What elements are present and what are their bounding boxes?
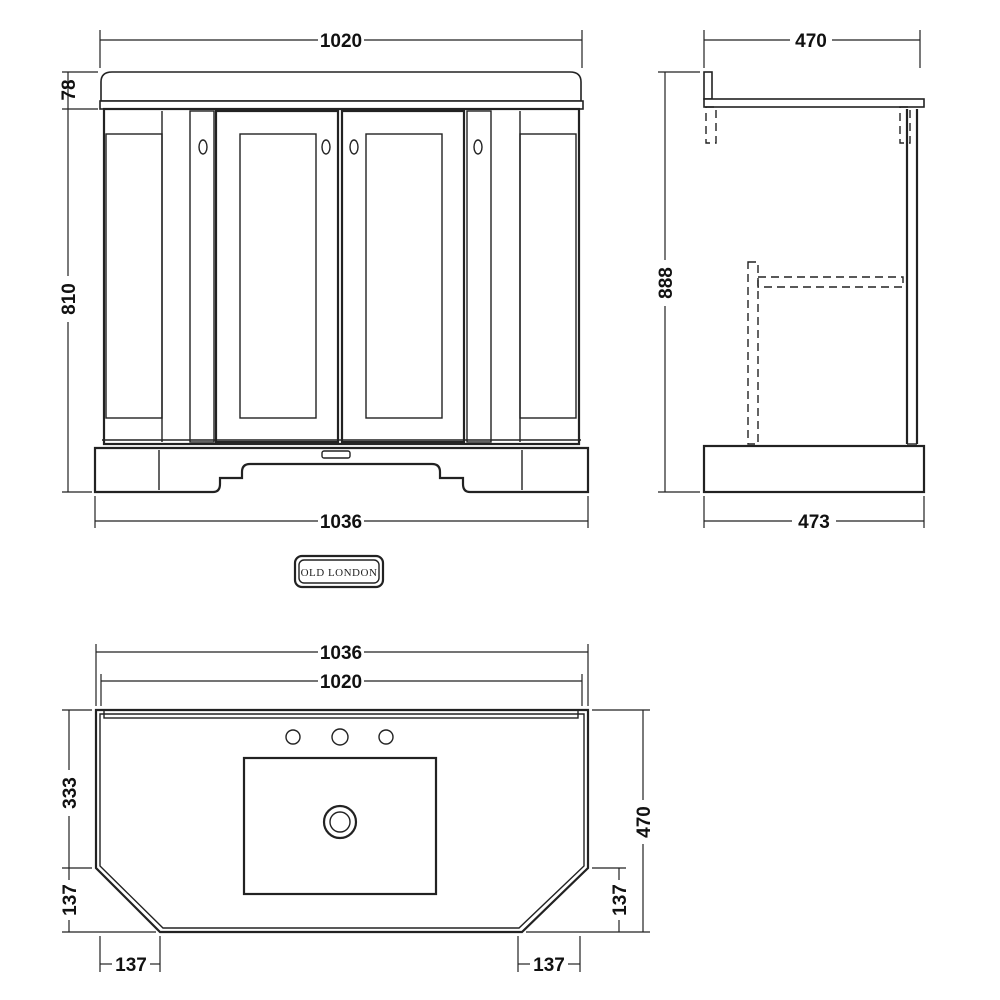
- dim-plan-chamfer-right-height: 137: [592, 867, 631, 932]
- plan-countertop-outline: [94, 708, 590, 934]
- dim-side-total-height: 888: [656, 71, 700, 493]
- side-upstand: [703, 71, 713, 100]
- knob-icon: [473, 139, 483, 155]
- dim-plan-width-inner: 1020: [100, 672, 583, 706]
- dim-label: 470: [634, 806, 655, 838]
- side-plinth: [702, 444, 926, 494]
- brand-logo-text: OLD LONDON: [301, 567, 378, 579]
- dim-label: 470: [795, 31, 827, 52]
- plinth-badge-icon: [321, 450, 351, 459]
- front-cabinet-body: [102, 107, 581, 446]
- brand-logo: OLD LONDON: [293, 554, 385, 589]
- dim-label: 888: [656, 267, 677, 299]
- drain-icon: [322, 804, 358, 840]
- dim-plan-chamfer-left-width: 137: [99, 936, 161, 976]
- plan-basin: [242, 756, 438, 896]
- dim-label: 137: [60, 884, 81, 916]
- dim-label: 137: [533, 955, 565, 976]
- left-end-panel: [105, 133, 163, 419]
- side-countertop: [703, 98, 925, 108]
- dim-label: 473: [798, 512, 830, 533]
- dim-plan-width-outer: 1036: [95, 643, 589, 706]
- tap-hole-icon: [285, 729, 301, 745]
- dim-front-width-top: 1020: [99, 30, 583, 68]
- dim-plan-chamfer-right-width: 137: [517, 936, 581, 976]
- dim-plan-depth-total: 470: [526, 709, 655, 933]
- door-right: [340, 109, 466, 444]
- dim-plan-chamfer-left-height: 137: [60, 868, 156, 933]
- dim-side-depth-top: 470: [703, 30, 921, 68]
- right-end-panel: [519, 133, 577, 419]
- front-plinth: [93, 446, 590, 494]
- plan-view: 1036 1020 333 137: [60, 643, 655, 976]
- dim-front-body-height: 810: [59, 109, 92, 493]
- pilaster-1: [189, 110, 215, 443]
- pilaster-4: [466, 110, 492, 443]
- side-shelf-support-hidden: [747, 261, 759, 445]
- knob-icon: [349, 139, 359, 155]
- dim-label: 810: [59, 283, 80, 315]
- front-countertop: [100, 71, 582, 102]
- knob-icon: [198, 139, 208, 155]
- dim-label: 1036: [320, 512, 362, 533]
- knob-icon: [321, 139, 331, 155]
- dim-label: 78: [59, 79, 80, 100]
- dim-label: 137: [610, 884, 631, 916]
- dim-label: 333: [60, 777, 81, 809]
- dim-label: 1020: [320, 31, 362, 52]
- dim-front-width-base: 1036: [94, 496, 589, 533]
- dim-side-depth-base: 473: [703, 496, 925, 533]
- dim-label: 1020: [320, 672, 362, 693]
- dim-front-top-height: 78: [59, 71, 98, 110]
- dim-plan-depth-front-section: 333: [60, 709, 92, 869]
- dim-label: 137: [115, 955, 147, 976]
- dim-label: 1036: [320, 643, 362, 664]
- door-left: [214, 109, 340, 444]
- front-countertop-lip: [99, 100, 584, 110]
- side-shelf-hidden: [757, 276, 904, 288]
- front-view: 1020 78 810 1036: [59, 30, 590, 533]
- tap-hole-icon: [378, 729, 394, 745]
- side-view: 470 888 473: [656, 30, 926, 533]
- tap-hole-icon: [331, 728, 349, 746]
